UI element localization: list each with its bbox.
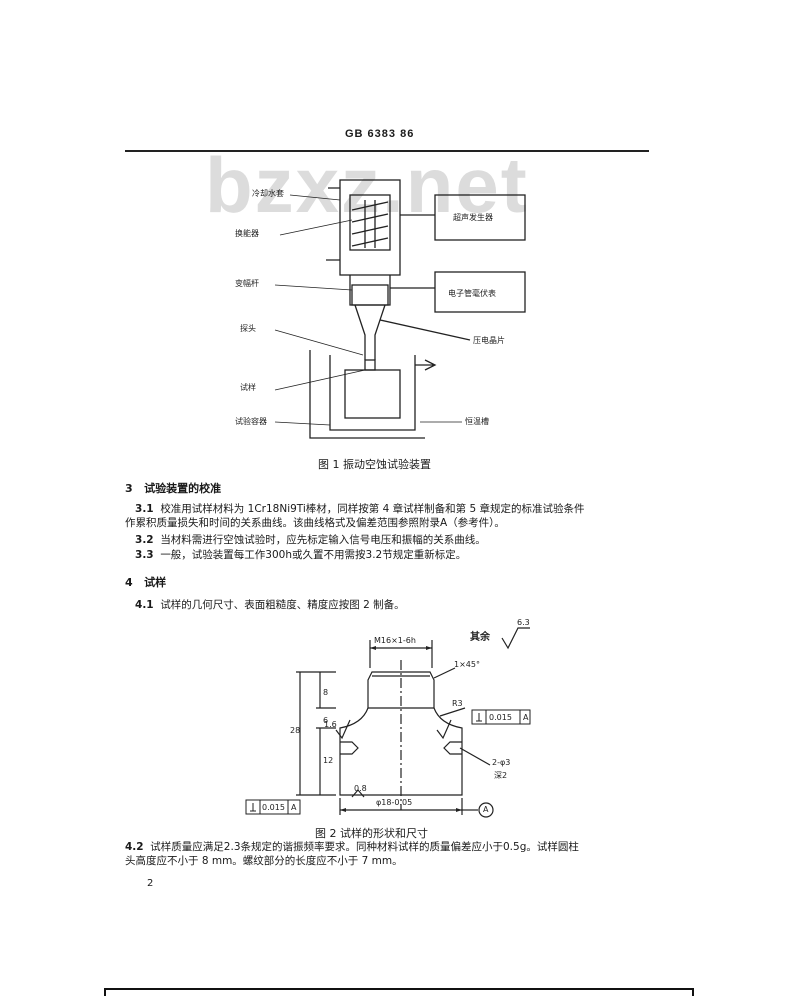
- header-rule: [125, 150, 649, 152]
- clause-4-1-num: 4.1: [135, 599, 154, 611]
- tolerance-right-datum: A: [523, 713, 529, 722]
- clause-3-3-num: 3.3: [135, 549, 154, 561]
- clause-4-2-line1: 试样质量应满足2.3条规定的谐振频率要求。同种材料试样的质量偏差应小于0.5g。…: [150, 841, 579, 853]
- tolerance-left-value: 0.015: [262, 803, 285, 812]
- datum-letter: A: [483, 805, 489, 814]
- label-electronic-voltmeter: 电子管毫伏表: [448, 289, 496, 298]
- section-3-number: 3: [125, 482, 133, 495]
- standard-code: GB 6383 86: [345, 128, 415, 140]
- section-3-heading: 3 试验装置的校准: [125, 480, 221, 496]
- clause-4-2: 4.2 试样质量应满足2.3条规定的谐振频率要求。同种材料试样的质量偏差应小于0…: [125, 840, 579, 868]
- label-amplitude-rod: 变幅杆: [235, 279, 259, 288]
- figure-1-svg: [274, 179, 526, 439]
- label-vibrator: 换能器: [235, 229, 259, 238]
- dimension-d: 12: [323, 756, 334, 765]
- page-number: 2: [147, 878, 154, 889]
- section-4-heading: 4 试样: [125, 574, 166, 590]
- clause-3-1: 3.1 校准用试样材料为 1Cr18Ni9Ti棒材，同样按第 4 章试样制备和第…: [125, 502, 585, 530]
- tolerance-right-value: 0.015: [489, 713, 512, 722]
- radius-dimension: R3: [452, 699, 463, 708]
- clause-4-2-line2: 头高度应不小于 8 mm。螺纹部分的长度应不小于 7 mm。: [125, 855, 403, 867]
- label-piezo-element: 压电晶片: [473, 336, 505, 345]
- diameter-dimension: φ18-0.05: [376, 798, 413, 807]
- clause-3-1-line1: 校准用试样材料为 1Cr18Ni9Ti棒材，同样按第 4 章试样制备和第 5 章…: [160, 503, 585, 515]
- roughness-value: 6.3: [517, 618, 530, 627]
- hole-note-bottom: 深2: [494, 771, 508, 780]
- clause-4-1: 4.1 试样的几何尺寸、表面粗糙度、精度应按图 2 制备。: [125, 598, 405, 612]
- roughness-small-2: 0.8: [354, 784, 367, 793]
- label-specimen: 试样: [240, 383, 256, 392]
- figure-2-drawing: 其余 6.3 M16×1-6h 1×45° R3 0.015 A 0.015 A…: [240, 618, 540, 820]
- chamfer-dimension: 1×45°: [454, 660, 480, 669]
- thread-dimension: M16×1-6h: [374, 636, 416, 645]
- figure-1-diagram: 冷却水套 换能器 变幅杆 探头 试样 试验容器 超声发生器 电子管毫伏表 压电晶…: [180, 160, 540, 440]
- label-tip: 探头: [240, 324, 256, 333]
- hole-note-top: 2-φ3: [492, 758, 511, 767]
- dimension-b: 28: [290, 726, 301, 735]
- dimension-a: 8: [323, 688, 329, 697]
- label-ultrasonic-generator: 超声发生器: [453, 213, 493, 222]
- label-thermostat: 恒温槽: [465, 417, 489, 426]
- section-3-title: 试验装置的校准: [144, 482, 222, 495]
- figure-2-caption: 图 2 试样的形状和尺寸: [315, 827, 428, 840]
- figure-1-caption: 图 1 振动空蚀试验装置: [318, 458, 431, 471]
- clause-4-2-num: 4.2: [125, 841, 144, 853]
- clause-3-3: 3.3 一般，试验装置每工作300h或久置不用需按3.2节规定重新标定。: [125, 548, 466, 562]
- figure-2-svg: [245, 627, 531, 818]
- bottom-frame-right: [692, 988, 694, 996]
- roughness-small-1: 1.6: [324, 720, 337, 729]
- clause-4-1-line1: 试样的几何尺寸、表面粗糙度、精度应按图 2 制备。: [160, 599, 405, 611]
- clause-3-1-line2: 作累积质量损失和时间的关系曲线。该曲线格式及偏差范围参照附录A（参考件）。: [125, 517, 505, 529]
- section-4-title: 试样: [144, 576, 167, 589]
- label-water-jacket: 冷却水套: [252, 189, 284, 198]
- section-4-number: 4: [125, 576, 133, 589]
- bottom-frame-rule: [104, 988, 694, 990]
- dimension-c: 6: [323, 716, 329, 725]
- clause-3-3-line1: 一般，试验装置每工作300h或久置不用需按3.2节规定重新标定。: [160, 549, 467, 561]
- clause-3-2-line1: 当材料需进行空蚀试验时，应先标定输入信号电压和振幅的关系曲线。: [160, 534, 486, 546]
- tolerance-left-datum: A: [291, 803, 297, 812]
- clause-3-1-num: 3.1: [135, 503, 154, 515]
- clause-3-2: 3.2 当材料需进行空蚀试验时，应先标定输入信号电压和振幅的关系曲线。: [125, 533, 486, 547]
- roughness-note: 其余: [470, 632, 490, 643]
- bottom-frame-left: [104, 988, 106, 996]
- label-test-container: 试验容器: [235, 417, 267, 426]
- clause-3-2-num: 3.2: [135, 534, 154, 546]
